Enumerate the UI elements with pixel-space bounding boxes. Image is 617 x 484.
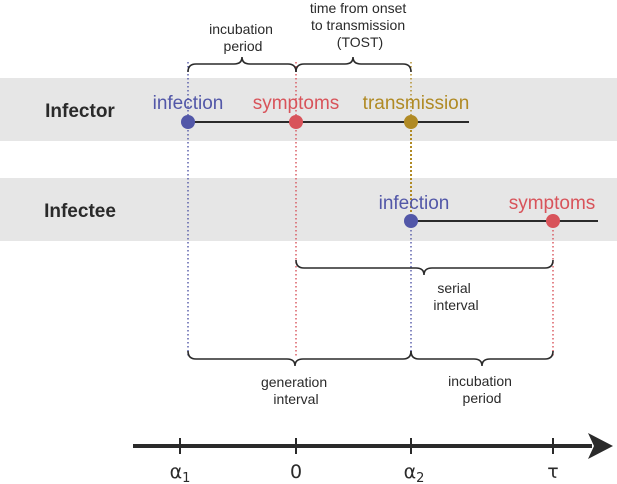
tick-label-alpha1: α1 xyxy=(170,461,191,484)
infectee-lane-band xyxy=(0,178,617,241)
time-axis-arrowhead xyxy=(588,433,613,459)
infector-infection-label: infection xyxy=(153,93,224,114)
tost-label: time from onset to transmission (TOST) xyxy=(310,0,410,50)
incubation-top-brace xyxy=(187,56,297,73)
generation-interval-brace xyxy=(187,350,412,367)
incubation-bottom-label: incubation period xyxy=(448,373,516,406)
generation-interval-label: generation interval xyxy=(261,374,331,407)
incubation-bottom-brace xyxy=(410,350,554,367)
infector-lane-band xyxy=(0,78,617,141)
infectee-infection-label: infection xyxy=(379,193,450,214)
tick-label-zero: 0 xyxy=(290,461,302,483)
infectee-lane-label: Infectee xyxy=(44,201,116,222)
tick-label-alpha2: α2 xyxy=(404,461,425,484)
transmission-marker xyxy=(404,115,418,129)
infector-symptoms-label: symptoms xyxy=(253,93,340,114)
tick-label-tau: τ xyxy=(547,461,558,483)
infectee-infection-marker xyxy=(404,214,418,228)
serial-interval-brace xyxy=(295,259,554,276)
infectee-symptoms-marker xyxy=(546,214,560,228)
infector-lane-label: Infector xyxy=(45,101,115,122)
infector-infection-marker xyxy=(181,115,195,129)
serial-interval-label: serial interval xyxy=(433,280,478,313)
incubation-top-label: incubation period xyxy=(209,21,277,54)
tost-brace xyxy=(295,56,412,73)
infector-symptoms-marker xyxy=(289,115,303,129)
transmission-label: transmission xyxy=(363,93,470,114)
infectee-symptoms-label: symptoms xyxy=(509,193,596,214)
